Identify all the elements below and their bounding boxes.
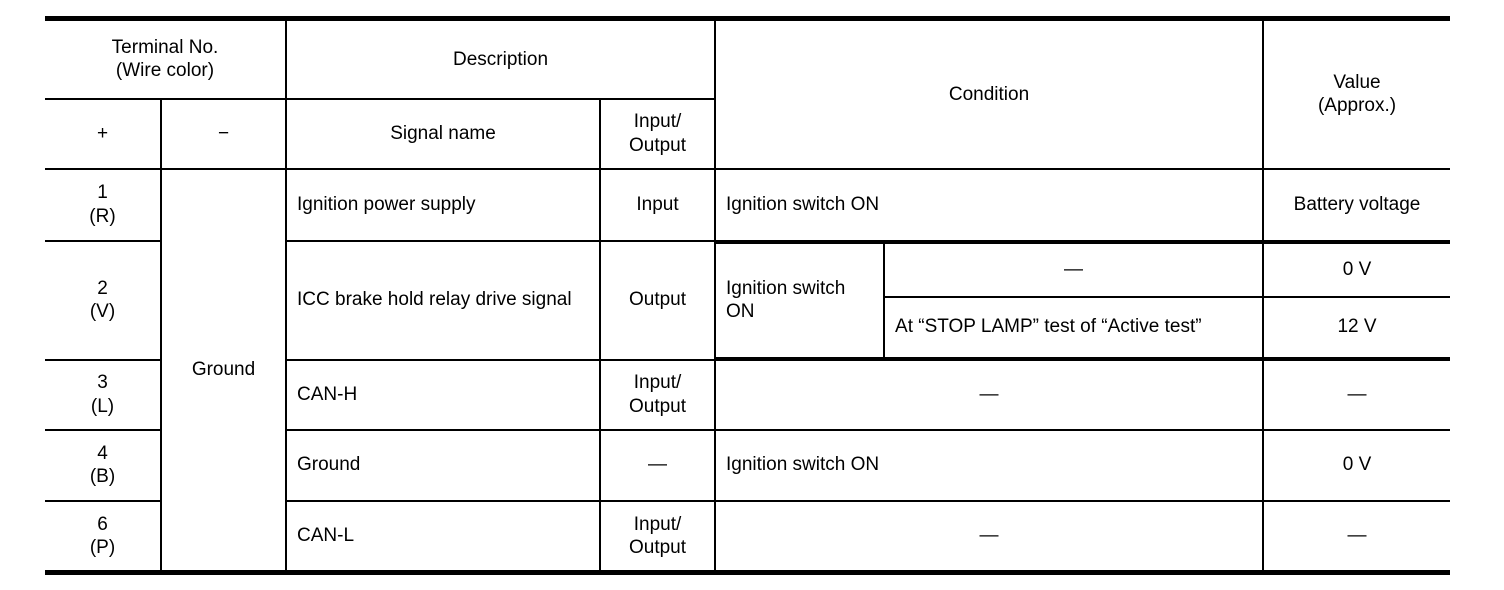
table-row: 3 (L) CAN-H Input/ Output — — — [45, 358, 1451, 431]
header-input-output: Input/ Output — [598, 97, 716, 170]
wire-color: (P) — [89, 536, 116, 558]
wire-color: (R) — [89, 205, 116, 227]
condition-sub-0: — — [883, 241, 1263, 298]
value-split-row: 12 V — [1264, 295, 1451, 359]
cell-input-output: Input — [598, 167, 717, 242]
terminal-specification-table: Terminal No. (Wire color) Description Co… — [45, 16, 1451, 575]
cell-input-output: Output — [598, 239, 717, 361]
value-sub-0: 0 V — [1264, 241, 1451, 298]
terminal-number: 1 — [97, 182, 108, 204]
terminal-number: 2 — [97, 277, 108, 299]
value-sub-1: 12 V — [1264, 295, 1451, 359]
cell-ground-minus: Ground — [160, 167, 287, 574]
header-value-line2: (Approx.) — [1317, 95, 1397, 117]
cell-terminal-no: 2 (V) — [45, 239, 162, 361]
value-split-row: 0 V — [1264, 241, 1451, 298]
cell-condition: Ignition switch ON — [714, 167, 1265, 242]
cell-value: 0 V — [1262, 428, 1451, 502]
table-row: 2 (V) ICC brake hold relay drive signal … — [45, 239, 1451, 361]
cell-signal-name: CAN-L — [285, 499, 601, 573]
header-value: Value (Approx.) — [1262, 17, 1451, 170]
cell-condition-split: Ignition switch ON — At “STOP LAMP” test… — [714, 239, 1265, 361]
terminal-number: 3 — [97, 372, 108, 394]
header-terminal-no: Terminal No. (Wire color) — [45, 17, 287, 100]
header-row-sub: + − Signal name Input/ Output — [45, 97, 1450, 170]
header-minus: − — [160, 97, 287, 170]
header-signal-name: Signal name — [285, 97, 601, 170]
cell-value: Battery voltage — [1262, 167, 1451, 242]
wire-color: (B) — [89, 466, 116, 487]
cell-signal-name: ICC brake hold relay drive signal — [285, 239, 601, 361]
cell-input-output-line1: Input/ — [633, 513, 682, 535]
cell-input-output-line2: Output — [628, 536, 687, 558]
header-input-output-line1: Input/ — [633, 111, 682, 133]
cell-condition: — — [714, 358, 1265, 431]
terminal-number: 6 — [97, 513, 108, 535]
cell-value: — — [1262, 358, 1451, 431]
header-row-top: Terminal No. (Wire color) Description Co… — [45, 17, 1451, 170]
header-description: Description — [284, 17, 717, 100]
header-value-line1: Value — [1333, 72, 1381, 94]
header-terminal-no-line2: (Wire color) — [115, 60, 215, 82]
table-row: 6 (P) CAN-L Input/ Output — — — [45, 499, 1451, 573]
condition-prefix: Ignition switch ON — [716, 241, 886, 359]
table-row: 1 (R) Ground Ignition power supply Input… — [45, 167, 1451, 574]
cell-input-output: Input/ Output — [598, 499, 717, 573]
cell-input-output: Input/ Output — [598, 358, 717, 431]
cell-input-output-line1: Input/ — [633, 372, 682, 394]
cell-condition: — — [714, 499, 1265, 573]
condition-split-row: Ignition switch ON — — [716, 241, 1263, 359]
cell-signal-name: Ignition power supply — [285, 167, 601, 242]
cell-terminal-no: 3 (L) — [45, 358, 162, 431]
condition-sub-1: At “STOP LAMP” test of “Active test” — [884, 295, 1263, 359]
header-input-output-line2: Output — [628, 134, 687, 156]
header-condition: Condition — [714, 17, 1265, 170]
cell-signal-name: Ground — [285, 428, 601, 502]
cell-signal-name: CAN-H — [285, 358, 601, 431]
table-row: 4 (B) Ground — Ignition switch ON 0 V — [45, 428, 1451, 502]
cell-value: — — [1262, 499, 1451, 573]
wire-color: (L) — [90, 395, 115, 417]
cell-condition: Ignition switch ON — [714, 428, 1265, 502]
header-plus: + — [45, 97, 162, 170]
cell-input-output: — — [598, 428, 717, 502]
header-terminal-no-line1: Terminal No. — [111, 37, 219, 59]
wire-color: (V) — [89, 301, 116, 322]
value-split-table: 0 V 12 V — [1264, 241, 1451, 359]
terminal-number: 4 — [97, 442, 108, 464]
condition-split-table: Ignition switch ON — At “STOP LAMP” test… — [716, 241, 1263, 359]
cell-terminal-no: 4 (B) — [45, 428, 162, 502]
cell-input-output-line2: Output — [628, 395, 687, 417]
condition-split-row: At “STOP LAMP” test of “Active test” — [716, 295, 1263, 359]
cell-terminal-no: 1 (R) — [45, 167, 162, 242]
cell-value-split: 0 V 12 V — [1262, 239, 1451, 361]
cell-terminal-no: 6 (P) — [45, 499, 162, 573]
